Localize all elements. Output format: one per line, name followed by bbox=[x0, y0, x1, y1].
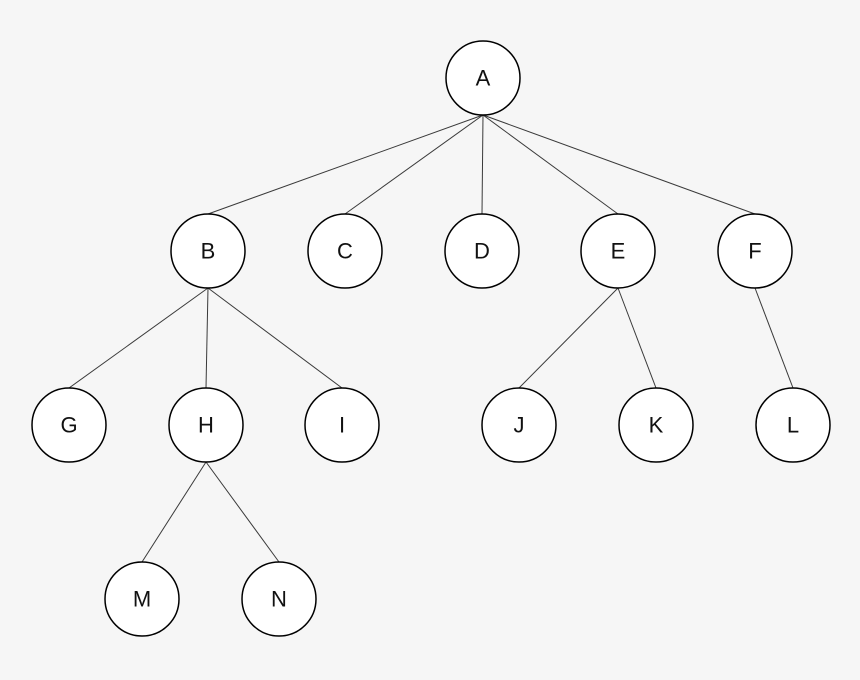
node-g: G bbox=[31, 387, 107, 463]
node-circle bbox=[168, 387, 244, 463]
node-circle bbox=[104, 561, 180, 637]
edge-h-n bbox=[205, 461, 280, 563]
node-f: F bbox=[717, 213, 793, 289]
node-e: E bbox=[580, 213, 656, 289]
tree-edges bbox=[68, 114, 794, 563]
node-circle bbox=[444, 213, 520, 289]
edge-a-b bbox=[207, 114, 484, 215]
node-b: B bbox=[170, 213, 246, 289]
node-label: N bbox=[271, 587, 287, 612]
edge-a-d bbox=[481, 114, 484, 215]
edge-a-e bbox=[482, 114, 619, 215]
node-l: L bbox=[755, 387, 831, 463]
node-circle bbox=[580, 213, 656, 289]
edge-h-m bbox=[141, 461, 207, 563]
node-circle bbox=[307, 213, 383, 289]
node-circle bbox=[481, 387, 557, 463]
node-i: I bbox=[304, 387, 380, 463]
edge-b-g bbox=[68, 287, 209, 389]
node-c: C bbox=[307, 213, 383, 289]
edge-f-l bbox=[754, 287, 794, 389]
node-circle bbox=[31, 387, 107, 463]
node-label: E bbox=[611, 239, 626, 264]
node-label: K bbox=[649, 413, 664, 438]
node-label: F bbox=[748, 239, 761, 264]
node-label: J bbox=[514, 413, 525, 438]
edge-a-f bbox=[482, 114, 756, 215]
edge-b-i bbox=[207, 287, 343, 389]
node-label: C bbox=[337, 239, 353, 264]
edge-b-h bbox=[205, 287, 209, 389]
node-label: B bbox=[201, 239, 216, 264]
node-label: M bbox=[133, 587, 151, 612]
edge-a-c bbox=[344, 114, 484, 215]
node-n: N bbox=[241, 561, 317, 637]
node-circle bbox=[717, 213, 793, 289]
node-circle bbox=[241, 561, 317, 637]
node-m: M bbox=[104, 561, 180, 637]
node-j: J bbox=[481, 387, 557, 463]
node-circle bbox=[755, 387, 831, 463]
node-circle bbox=[170, 213, 246, 289]
node-k: K bbox=[618, 387, 694, 463]
node-label: H bbox=[198, 413, 214, 438]
edge-e-j bbox=[518, 287, 619, 389]
node-h: H bbox=[168, 387, 244, 463]
edge-e-k bbox=[617, 287, 657, 389]
node-circle bbox=[445, 40, 521, 116]
node-circle bbox=[304, 387, 380, 463]
node-a: A bbox=[445, 40, 521, 116]
tree-nodes: A B C D E F G H I J K L M N bbox=[31, 40, 831, 637]
node-d: D bbox=[444, 213, 520, 289]
node-label: I bbox=[339, 413, 345, 438]
node-label: G bbox=[60, 413, 77, 438]
node-label: D bbox=[474, 239, 490, 264]
node-label: A bbox=[476, 66, 491, 91]
node-label: L bbox=[787, 413, 799, 438]
node-circle bbox=[618, 387, 694, 463]
